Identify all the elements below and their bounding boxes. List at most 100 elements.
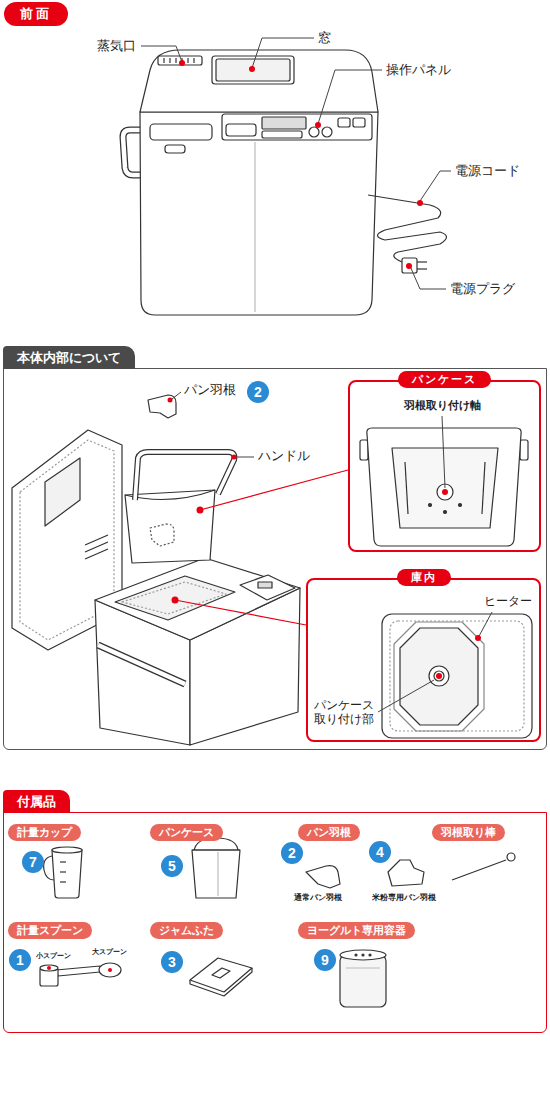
part-label: パン羽根 bbox=[184, 382, 236, 398]
part-label: 通常パン羽根 bbox=[294, 893, 342, 903]
bread-maker-front bbox=[322, 127, 332, 137]
leader-line bbox=[252, 38, 314, 68]
bread-maker-front bbox=[417, 268, 427, 269]
bread-maker-body bbox=[258, 582, 272, 588]
callout-line bbox=[175, 600, 306, 625]
pan-case-top-view bbox=[360, 440, 368, 460]
bread-maker-front bbox=[309, 127, 319, 137]
bread-maker-front bbox=[368, 195, 447, 262]
chamber-top-view bbox=[429, 666, 449, 686]
bread-maker-front bbox=[123, 50, 447, 315]
bread-maker-front bbox=[254, 142, 255, 312]
callout-number: 9 bbox=[321, 949, 329, 971]
leader-line bbox=[236, 457, 254, 458]
bread-maker-front bbox=[163, 58, 164, 63]
section-panel: 本体内部について2パンケース庫内 bbox=[3, 368, 547, 750]
yogurt-container bbox=[369, 954, 371, 956]
leader-dot bbox=[179, 60, 423, 269]
callout-line bbox=[175, 470, 348, 625]
section-tab: 前面 bbox=[4, 2, 68, 26]
pan-case-top-view bbox=[444, 511, 447, 514]
item-name: 計量カップ bbox=[17, 826, 72, 839]
bread-maker-front bbox=[222, 114, 372, 140]
part-label: ハンドル bbox=[258, 448, 310, 464]
pan-case-top-view bbox=[360, 428, 528, 546]
measuring-spoon bbox=[56, 966, 100, 976]
bread-maker-front bbox=[193, 58, 194, 63]
part-label: 電源プラグ bbox=[450, 281, 515, 297]
blade-icon bbox=[148, 395, 176, 418]
item-name: パン羽根 bbox=[307, 826, 351, 839]
measuring-cup bbox=[44, 847, 82, 898]
callout-number: 3 bbox=[168, 951, 176, 973]
blade-rice-flour bbox=[388, 860, 424, 886]
item-name: ジャムふた bbox=[159, 924, 214, 937]
callout-number: 7 bbox=[29, 851, 37, 873]
item-pill: 計量スプーン bbox=[8, 922, 92, 939]
bread-maker-body bbox=[122, 582, 226, 614]
part-label: 窓 bbox=[318, 30, 331, 46]
pan-case-top-view bbox=[459, 504, 462, 507]
measuring-spoon bbox=[108, 968, 112, 972]
bread-maker-front bbox=[402, 258, 417, 273]
bread-maker-body bbox=[95, 558, 300, 745]
item-pill: ヨーグルト専用容器 bbox=[298, 922, 415, 939]
callout-number: 1 bbox=[9, 949, 31, 971]
jam-lid bbox=[190, 958, 252, 996]
bread-maker-front bbox=[417, 261, 427, 262]
bread-maker-front bbox=[165, 145, 185, 153]
chamber-top-view bbox=[400, 628, 478, 725]
bread-maker-front bbox=[216, 59, 290, 81]
measuring-cup bbox=[52, 850, 82, 898]
blade-remover bbox=[452, 853, 515, 880]
callout-number: 2 bbox=[254, 381, 262, 403]
pan-case-accessory bbox=[192, 849, 240, 850]
callout-number: 4 bbox=[376, 841, 384, 863]
leader-line bbox=[410, 266, 446, 289]
callout-number: 7 bbox=[22, 851, 44, 873]
bread-maker-front bbox=[123, 130, 142, 175]
bread-maker-body bbox=[98, 645, 185, 684]
chamber-top-view bbox=[434, 671, 444, 681]
measuring-cup bbox=[60, 861, 66, 862]
leader-line bbox=[141, 46, 182, 62]
leader-dot bbox=[168, 398, 173, 403]
item-name: ヨーグルト専用容器 bbox=[307, 924, 406, 937]
part-label: パンケース取り付け部 bbox=[314, 698, 376, 727]
pan-case-top-view bbox=[520, 440, 528, 460]
leader-line bbox=[378, 680, 434, 712]
bread-maker-front bbox=[212, 56, 294, 84]
section-heading: 本体内部について bbox=[3, 346, 135, 369]
item-pill: パンケース bbox=[150, 824, 223, 841]
pan-case bbox=[125, 452, 234, 563]
part-label: 電源コード bbox=[455, 163, 520, 179]
measuring-cup bbox=[52, 847, 82, 853]
leader-dot bbox=[442, 489, 448, 495]
callout-number: 2 bbox=[247, 381, 269, 403]
blade-rice-flour bbox=[388, 860, 424, 886]
pan-case bbox=[135, 452, 234, 500]
leader-line bbox=[172, 392, 492, 712]
bread-maker-front bbox=[123, 130, 142, 175]
item-pill: ジャムふた bbox=[150, 922, 223, 939]
pan-case bbox=[150, 524, 174, 546]
leader-dot bbox=[417, 200, 423, 206]
callout-number: 1 bbox=[16, 949, 24, 971]
section-panel: 付属品計量カップ7パンケース5パン羽根24羽根取り棒計量スプーン1ジャムふた3ヨ… bbox=[3, 812, 547, 1033]
callout-number: 5 bbox=[161, 855, 183, 877]
pan-case-top-view bbox=[405, 462, 408, 514]
measuring-spoon bbox=[40, 963, 121, 986]
item-pill: 羽根取り棒 bbox=[432, 824, 505, 841]
item-name: 羽根取り棒 bbox=[441, 826, 496, 839]
item-pill: 計量カップ bbox=[8, 824, 81, 841]
blade-remover bbox=[452, 860, 506, 880]
pan-case bbox=[135, 452, 234, 500]
leader-dot bbox=[232, 455, 237, 460]
callout-line bbox=[200, 470, 348, 510]
leader-dot bbox=[168, 398, 482, 680]
callout-number: 5 bbox=[168, 855, 176, 877]
blade-standard bbox=[306, 866, 340, 888]
leader-dot bbox=[436, 673, 442, 679]
pan-case-top-view bbox=[429, 504, 432, 507]
